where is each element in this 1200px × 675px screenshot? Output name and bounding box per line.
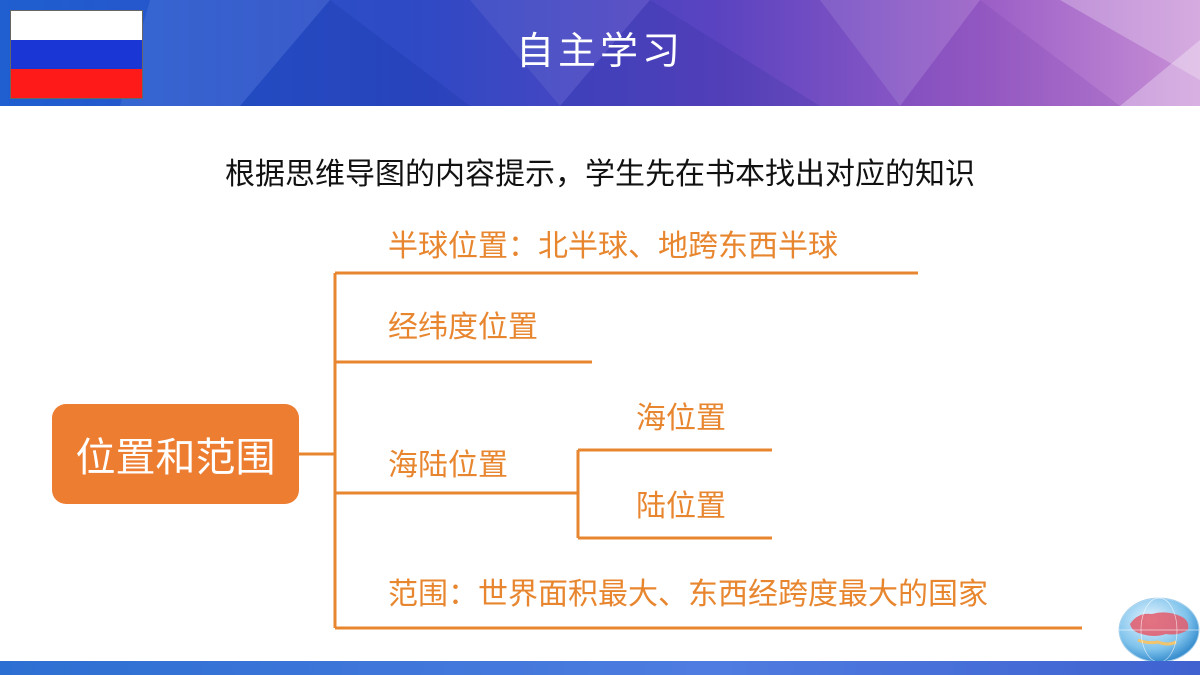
flag-stripe-red [11,69,142,98]
node-sealand: 海陆位置 [388,448,508,483]
russia-flag [10,10,143,99]
flag-stripe-blue [11,40,142,69]
footer-bar [0,661,1200,675]
mindmap-root: 位置和范围 [52,404,299,504]
banner-decoration [120,0,1200,106]
node-hemisphere: 半球位置：北半球、地跨东西半球 [388,229,838,264]
node-latlon: 经纬度位置 [388,310,538,345]
title-banner: 自主学习 [0,0,1200,106]
globe-icon [1118,597,1200,662]
node-land: 陆位置 [636,489,726,524]
instruction-text: 根据思维导图的内容提示，学生先在书本找出对应的知识 [225,157,975,192]
node-sea: 海位置 [636,401,726,436]
flag-stripe-white [11,11,142,40]
page-title: 自主学习 [515,29,684,73]
node-extent: 范围：世界面积最大、东西经跨度最大的国家 [388,577,988,612]
